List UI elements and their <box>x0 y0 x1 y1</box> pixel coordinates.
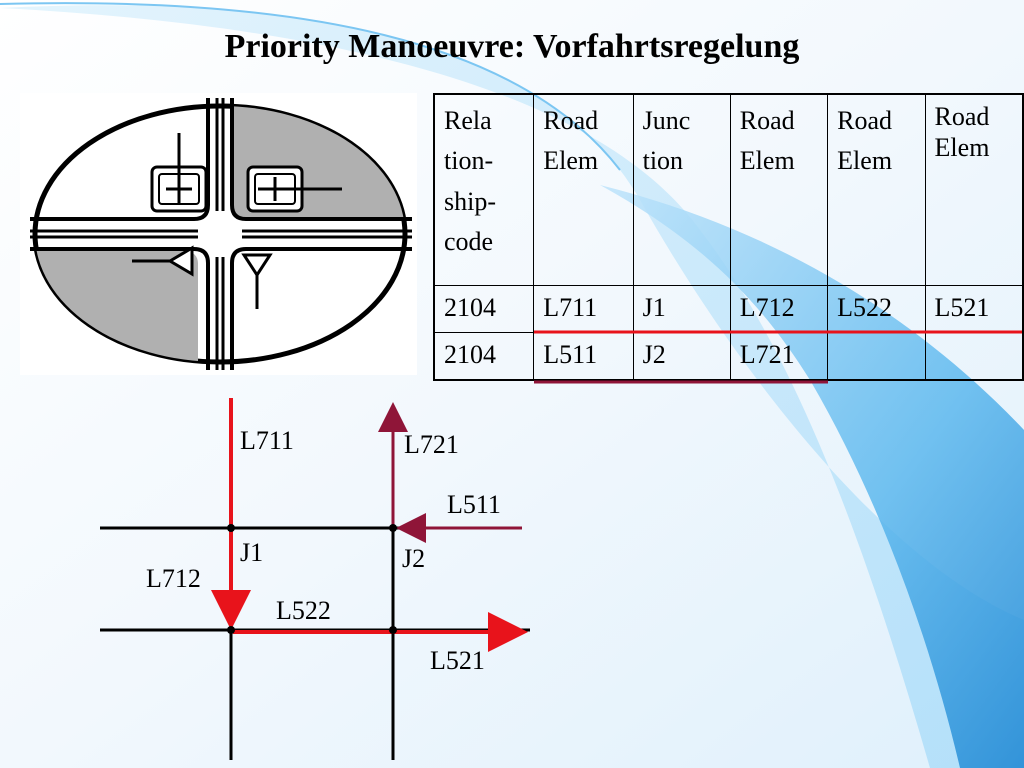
table-cell: 2104 <box>433 285 535 333</box>
header-cell: Rela tion-ship-code <box>433 93 535 286</box>
table-cell: L522 <box>827 285 926 333</box>
table-cell: J2 <box>632 332 731 381</box>
label-J1: J1 <box>240 538 264 567</box>
junction-dot <box>389 626 397 634</box>
header-cell: Road Elem <box>924 93 1024 286</box>
table-header-row: Rela tion-ship-code Road Elem Junc tion … <box>433 93 1024 286</box>
table-row: 2104 L511 J2 L721 <box>433 332 1024 381</box>
junction-dot <box>227 626 235 634</box>
table-cell <box>924 332 1024 381</box>
table-cell: 2104 <box>433 332 535 381</box>
label-L522: L522 <box>276 596 331 625</box>
header-cell: Road Elem <box>533 93 634 286</box>
label-L521: L521 <box>430 646 485 675</box>
label-J2: J2 <box>402 544 426 573</box>
priority-sign-icon <box>150 133 208 213</box>
table-cell <box>827 332 926 381</box>
table-row: 2104 L711 J1 L712 L522 L521 <box>433 285 1024 333</box>
junction-diagram: L711 L721 L511 J1 J2 L712 L522 L521 <box>90 390 550 760</box>
relationship-table: Rela tion-ship-code Road Elem Junc tion … <box>433 93 1024 381</box>
priority-sign-icon <box>246 165 342 213</box>
yield-sign-icon <box>132 245 194 277</box>
label-L511: L511 <box>447 490 501 519</box>
table-cell: L521 <box>924 285 1024 333</box>
header-cell: Road Elem <box>827 93 926 286</box>
table-cell: L511 <box>533 332 634 381</box>
intersection-sign-illustration <box>20 93 417 375</box>
yield-sign-icon <box>241 253 273 309</box>
label-L721: L721 <box>404 430 459 459</box>
table-cell: J1 <box>632 285 731 333</box>
table-cell: L721 <box>729 332 829 381</box>
label-L712: L712 <box>146 564 201 593</box>
header-cell: Road Elem <box>729 93 829 286</box>
label-L711: L711 <box>240 426 294 455</box>
slide-title: Priority Manoeuvre: Vorfahrtsregelung <box>224 28 800 65</box>
junction-J1-dot <box>227 524 235 532</box>
junction-J2-dot <box>389 524 397 532</box>
header-cell: Junc tion <box>632 93 731 286</box>
